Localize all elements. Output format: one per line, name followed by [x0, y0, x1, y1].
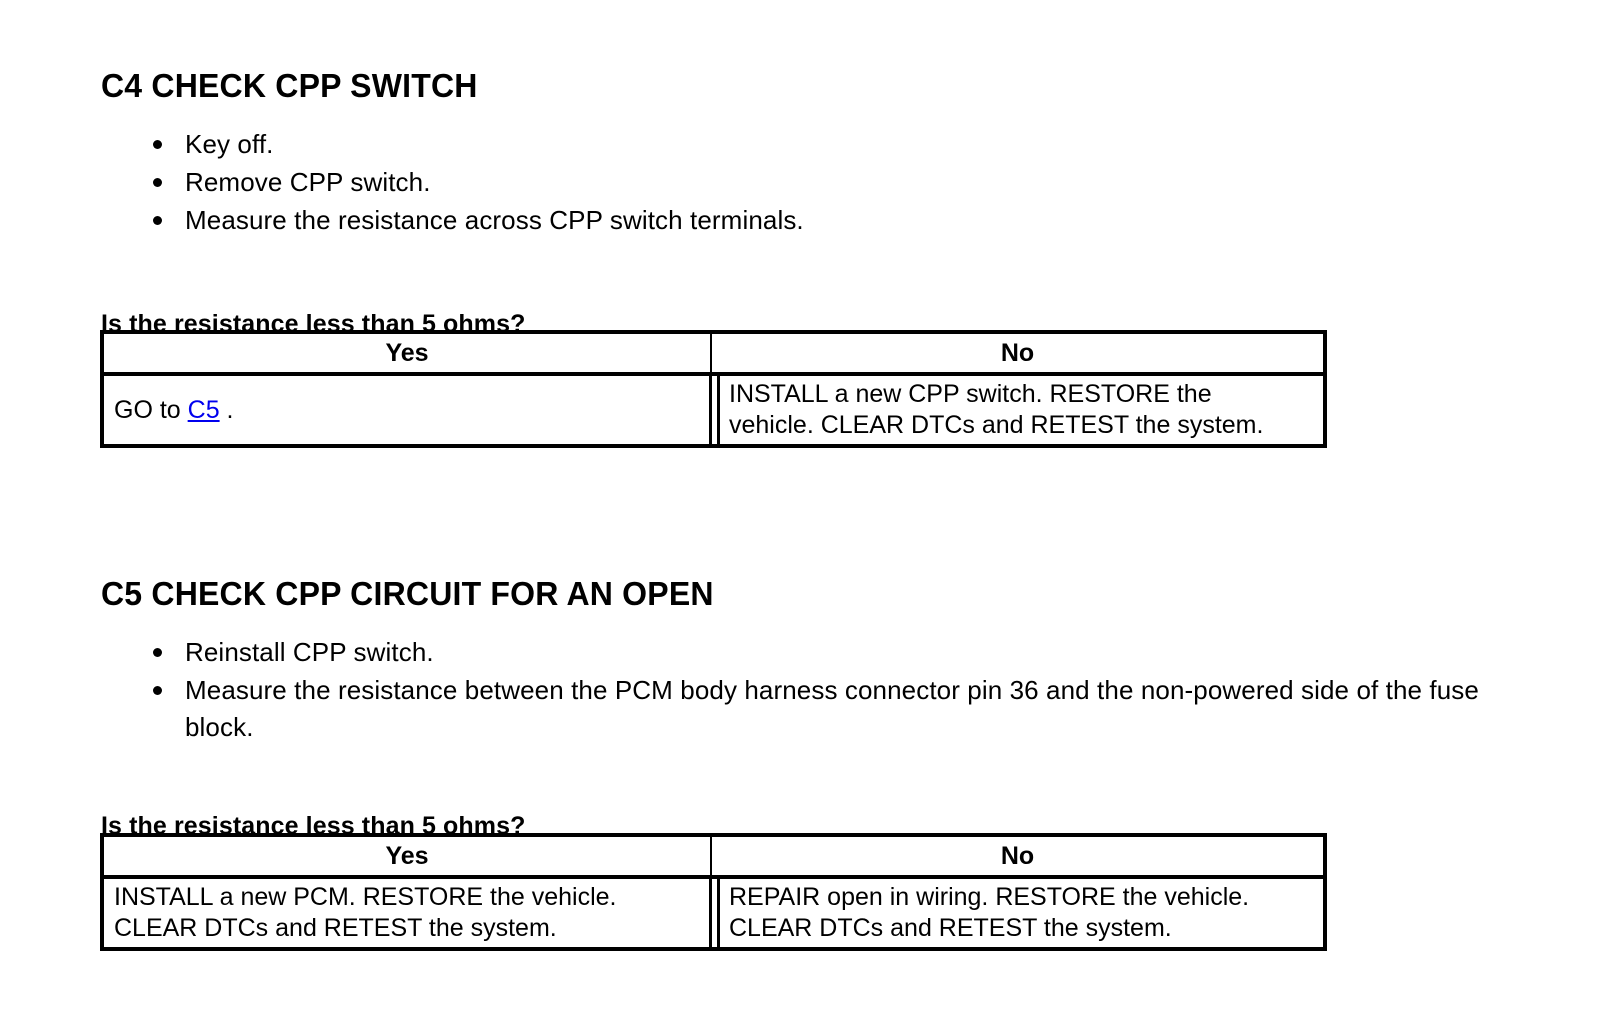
step-heading-c4: C4 CHECK CPP SWITCH	[101, 67, 478, 105]
column-header-no: No	[1000, 841, 1035, 870]
instruction-list-c5: Reinstall CPP switch. Measure the resist…	[101, 634, 1501, 747]
table-header-row: Yes No	[104, 334, 1323, 376]
column-header-yes: Yes	[104, 334, 712, 372]
list-item-text: Measure the resistance between the PCM b…	[185, 675, 1479, 742]
step-heading-c5: C5 CHECK CPP CIRCUIT FOR AN OPEN	[101, 575, 714, 613]
cell-no-text: INSTALL a new CPP switch. RESTORE the ve…	[729, 379, 1263, 441]
cross-reference-link-c5[interactable]: C5	[187, 395, 220, 424]
cell-yes-line-1: INSTALL a new PCM. RESTORE the vehicle.	[114, 883, 617, 911]
list-item: Measure the resistance between the PCM b…	[101, 672, 1501, 746]
list-item-text: Key off.	[185, 129, 274, 159]
cell-yes-text: GO to C5 .	[114, 395, 234, 426]
cell-no-action: INSTALL a new CPP switch. RESTORE the ve…	[717, 376, 1320, 444]
cell-no-action: REPAIR open in wiring. RESTORE the vehic…	[717, 879, 1320, 947]
cell-yes-line-2: CLEAR DTCs and RETEST the system.	[114, 914, 557, 942]
list-item: Key off.	[101, 126, 1501, 163]
instruction-list-c4: Key off. Remove CPP switch. Measure the …	[101, 126, 1501, 240]
bullet-dot-icon	[153, 648, 162, 657]
table-row: GO to C5 . INSTALL a new CPP switch. RES…	[104, 376, 1323, 444]
list-item-text: Measure the resistance across CPP switch…	[185, 205, 804, 235]
list-item-text: Remove CPP switch.	[185, 167, 431, 197]
list-item-text: Reinstall CPP switch.	[185, 637, 434, 667]
cell-no-text: REPAIR open in wiring. RESTORE the vehic…	[729, 882, 1249, 944]
cell-no-line-1: REPAIR open in wiring. RESTORE the vehic…	[729, 883, 1250, 911]
column-header-yes: Yes	[104, 837, 712, 875]
decision-table-c5: Yes No INSTALL a new PCM. RESTORE the ve…	[100, 833, 1327, 951]
cell-yes-suffix: .	[219, 395, 234, 424]
bullet-dot-icon	[153, 216, 162, 225]
cell-yes-action: INSTALL a new PCM. RESTORE the vehicle. …	[104, 879, 712, 947]
list-item: Reinstall CPP switch.	[101, 634, 1501, 671]
cell-yes-action: GO to C5 .	[104, 376, 712, 444]
cell-no-line-2: CLEAR DTCs and RETEST the system.	[729, 914, 1172, 942]
table-row: INSTALL a new PCM. RESTORE the vehicle. …	[104, 879, 1323, 947]
cell-yes-text: INSTALL a new PCM. RESTORE the vehicle. …	[114, 882, 617, 944]
column-header-no: No	[1000, 338, 1035, 367]
decision-table-c4: Yes No GO to C5 . INSTALL a new CPP swit…	[100, 330, 1327, 448]
bullet-dot-icon	[153, 140, 162, 149]
table-header-row: Yes No	[104, 837, 1323, 879]
cell-yes-prefix: GO to	[114, 395, 188, 424]
list-item: Measure the resistance across CPP switch…	[101, 202, 1501, 239]
cell-no-line-1: INSTALL a new CPP switch. RESTORE the	[729, 380, 1212, 408]
cell-no-line-2: vehicle. CLEAR DTCs and RETEST the syste…	[729, 411, 1264, 439]
list-item: Remove CPP switch.	[101, 164, 1501, 201]
bullet-dot-icon	[153, 686, 162, 695]
bullet-dot-icon	[153, 178, 162, 187]
